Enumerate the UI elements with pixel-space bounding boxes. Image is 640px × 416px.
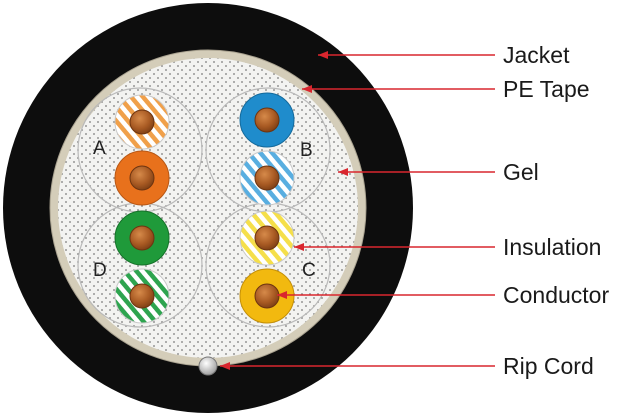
wire-blue-conductor [254,107,280,133]
pair-a [114,94,170,206]
wire-white-blue-conductor [254,165,280,191]
label-conductor: Conductor [503,282,609,308]
rip-cord [198,356,218,376]
label-rip-cord: Rip Cord [503,353,594,379]
wire-white-orange-conductor [129,109,155,135]
leader-lines [220,51,495,370]
leader-insulation-arrow [294,243,304,251]
pair-b [239,92,295,206]
pair-d [114,210,170,324]
pair-label-b: B [300,140,313,161]
pair-c [239,210,295,324]
label-insulation: Insulation [503,234,601,260]
gel-fill [58,58,358,358]
leader-pe-tape-arrow [302,85,312,93]
leader-rip-cord-arrow [220,362,230,370]
wire-orange-conductor [129,165,155,191]
label-pe-tape: PE Tape [503,76,590,102]
label-jacket: Jacket [503,42,570,68]
label-gel: Gel [503,159,539,185]
wire-green-conductor [129,225,155,251]
wire-yellow-conductor [254,283,280,309]
leader-conductor-arrow [277,291,287,299]
leader-gel-arrow [338,168,348,176]
pair-label-a: A [93,138,106,159]
pair-label-d: D [93,260,107,281]
leader-jacket-arrow [318,51,328,59]
wire-white-green-conductor [129,283,155,309]
pair-label-c: C [302,260,316,281]
wire-white-yellow-conductor [254,225,280,251]
